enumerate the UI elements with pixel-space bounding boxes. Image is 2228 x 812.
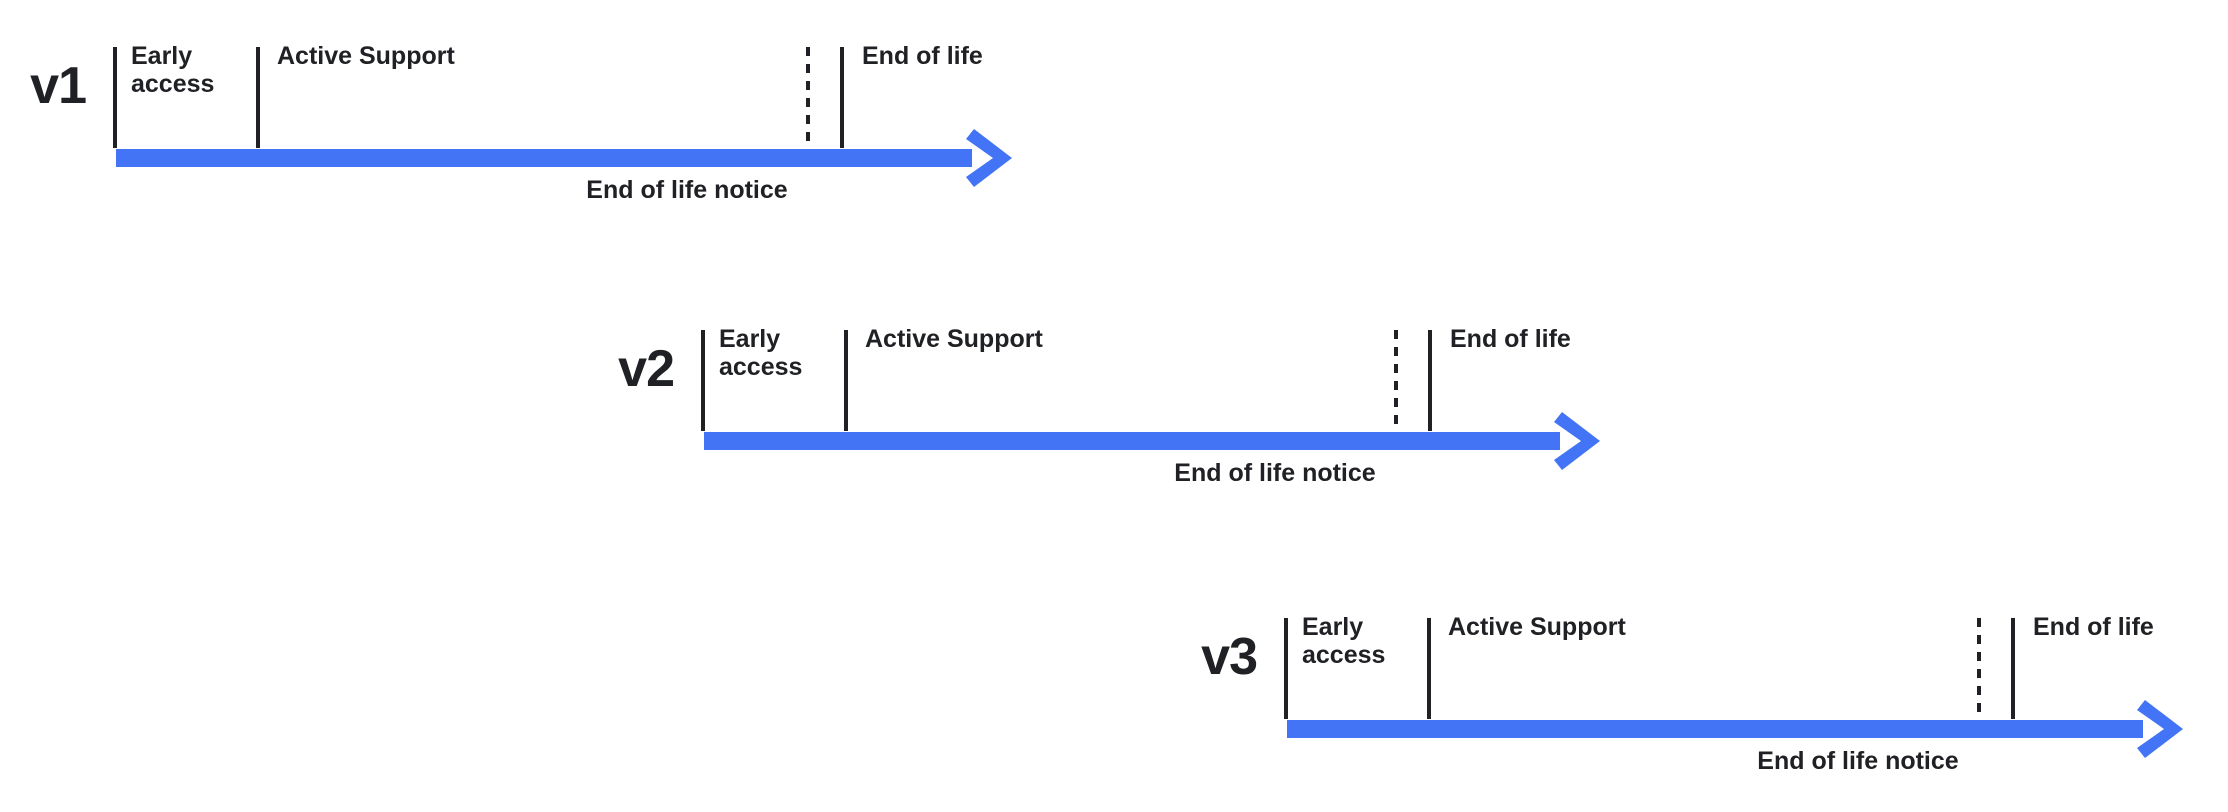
phase-label-early-access: Early access: [1302, 613, 1386, 669]
divider-end-of-life-notice-start: [806, 47, 810, 148]
end-of-life-notice-label: End of life notice: [586, 176, 788, 204]
divider-early-access-start: [701, 330, 705, 431]
lifecycle-arrow-shaft: [1287, 720, 2143, 738]
phase-label-end-of-life: End of life: [862, 42, 983, 70]
divider-end-of-life-notice-start: [1977, 618, 1981, 719]
divider-early-access-start: [1284, 618, 1288, 719]
lifecycle-arrow-shaft: [116, 149, 972, 167]
end-of-life-notice-label: End of life notice: [1757, 747, 1959, 775]
divider-active-support-start: [256, 47, 260, 148]
divider-active-support-start: [1427, 618, 1431, 719]
divider-end-of-life-start: [1428, 330, 1432, 431]
version-label-v3: v3: [1201, 628, 1258, 686]
divider-end-of-life-notice-start: [1394, 330, 1398, 431]
lifecycle-arrow-shaft: [704, 432, 1560, 450]
phase-label-end-of-life: End of life: [2033, 613, 2154, 641]
phase-label-active-support: Active Support: [277, 42, 455, 70]
divider-active-support-start: [844, 330, 848, 431]
timeline-row-v1: v1 Early access Active Support End of li…: [0, 0, 1060, 215]
phase-label-early-access: Early access: [131, 42, 215, 98]
phase-label-active-support: Active Support: [1448, 613, 1626, 641]
lifecycle-arrow-head: [966, 129, 1012, 187]
lifecycle-arrow-head: [2137, 700, 2183, 758]
divider-end-of-life-start: [2011, 618, 2015, 719]
version-label-v2: v2: [618, 340, 675, 398]
end-of-life-notice-label: End of life notice: [1174, 459, 1376, 487]
phase-label-early-access: Early access: [719, 325, 803, 381]
divider-early-access-start: [113, 47, 117, 148]
timeline-row-v2: v2 Early access Active Support End of li…: [588, 283, 1648, 498]
lifecycle-arrow-head: [1554, 412, 1600, 470]
phase-label-end-of-life: End of life: [1450, 325, 1571, 353]
divider-end-of-life-start: [840, 47, 844, 148]
phase-label-active-support: Active Support: [865, 325, 1043, 353]
version-label-v1: v1: [30, 57, 87, 115]
timeline-row-v3: v3 Early access Active Support End of li…: [1171, 571, 2228, 786]
